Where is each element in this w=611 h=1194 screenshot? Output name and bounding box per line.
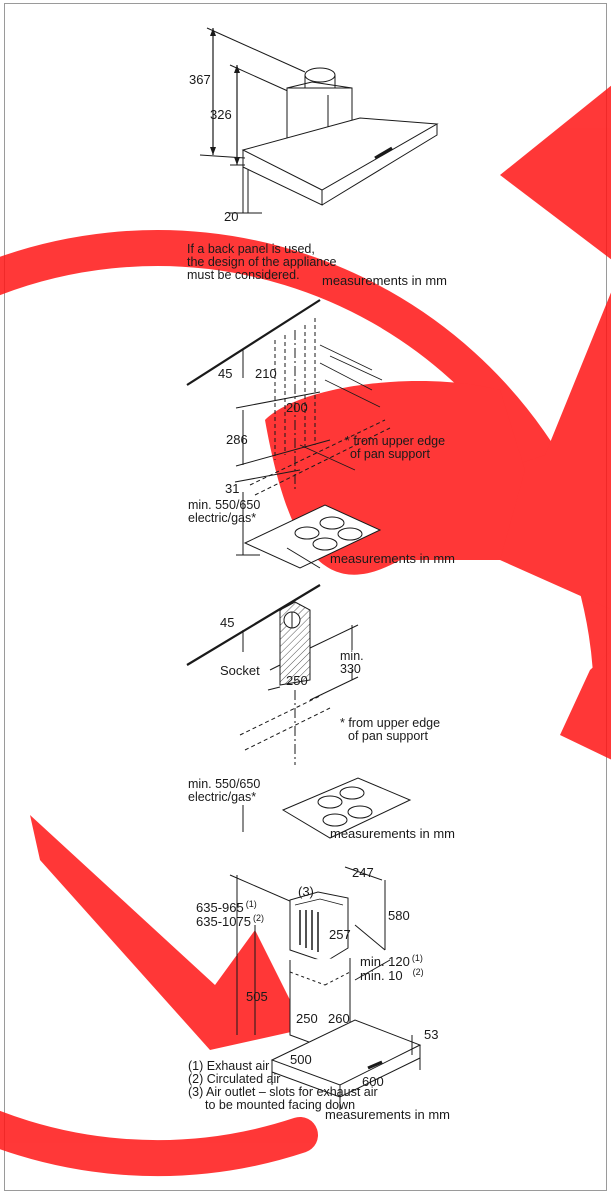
back-panel-note: If a back panel is used, the design of t… <box>187 243 336 282</box>
panel2-drawing <box>186 299 391 569</box>
min-330: min. 330 <box>340 650 364 676</box>
min-line: min. <box>340 649 364 663</box>
dim-53: 53 <box>424 1027 439 1042</box>
units-label: measurements in mm <box>330 826 455 841</box>
height-value: 635-1075 <box>196 914 251 929</box>
dim-250: 250 <box>286 673 308 688</box>
min-ref: (2) <box>412 967 424 977</box>
height-range-1: 635-965(1) <box>196 898 257 914</box>
min-cooktop-distance: min. 550/650 electric/gas* <box>188 499 260 525</box>
min-line: min. 550/650 <box>188 498 261 512</box>
callout-3: (3) <box>298 884 314 899</box>
dim-45: 45 <box>220 615 235 630</box>
min-line: electric/gas* <box>188 511 257 525</box>
panel3-drawing <box>186 584 412 839</box>
height-range-2: 635-1075(2) <box>196 912 264 928</box>
legend-item: (1) Exhaust air <box>188 1059 270 1073</box>
min-120: min. 120(1) <box>360 952 423 968</box>
height-ref: (1) <box>245 899 257 909</box>
socket-label: Socket <box>220 663 260 678</box>
dim-500: 500 <box>290 1052 312 1067</box>
dim-20: 20 <box>224 209 239 224</box>
note-line: the design of the appliance <box>187 255 337 269</box>
units-label: measurements in mm <box>325 1107 450 1122</box>
dim-200: 200 <box>286 400 308 415</box>
dim-210: 210 <box>255 366 277 381</box>
footnote-line: of pan support <box>348 729 428 743</box>
dim-260: 260 <box>328 1011 350 1026</box>
min-value: min. 10 <box>360 968 403 983</box>
panel1-drawing <box>199 27 439 214</box>
dim-45: 45 <box>218 366 233 381</box>
height-ref: (2) <box>252 913 264 923</box>
min-line: electric/gas* <box>188 790 257 804</box>
legend: (1) Exhaust air (2) Circulated air (3) A… <box>188 1060 378 1112</box>
dim-286: 286 <box>226 432 248 447</box>
min-10: min. 10 (2) <box>360 966 424 982</box>
footnote-line: * from upper edge <box>340 716 441 730</box>
note-line: must be considered. <box>187 268 300 282</box>
footnote-line: * from upper edge <box>345 434 446 448</box>
min-value: min. 120 <box>360 954 410 969</box>
dim-505: 505 <box>246 989 268 1004</box>
pan-support-footnote: * from upper edge of pan support <box>340 717 440 743</box>
dim-367: 367 <box>189 72 211 87</box>
min-line: min. 550/650 <box>188 777 261 791</box>
legend-item: (2) Circulated air <box>188 1072 281 1086</box>
pan-support-footnote: * from upper edge of pan support <box>345 435 445 461</box>
dim-31: 31 <box>225 481 240 496</box>
height-value: 635-965 <box>196 900 244 915</box>
footnote-line: of pan support <box>350 447 430 461</box>
dim-250: 250 <box>296 1011 318 1026</box>
panel4-drawing <box>229 866 422 1110</box>
legend-item: to be mounted facing down <box>205 1098 356 1112</box>
legend-item: (3) Air outlet – slots for exhaust air <box>188 1085 378 1099</box>
dim-600: 600 <box>362 1074 384 1089</box>
dim-326: 326 <box>210 107 232 122</box>
dim-580: 580 <box>388 908 410 923</box>
dim-257: 257 <box>329 927 351 942</box>
min-cooktop-distance: min. 550/650 electric/gas* <box>188 778 260 804</box>
dim-247: 247 <box>352 865 374 880</box>
units-label: measurements in mm <box>322 273 447 288</box>
units-label: measurements in mm <box>330 551 455 566</box>
min-ref: (1) <box>411 953 423 963</box>
min-line: 330 <box>340 662 361 676</box>
note-line: If a back panel is used, <box>187 242 315 256</box>
